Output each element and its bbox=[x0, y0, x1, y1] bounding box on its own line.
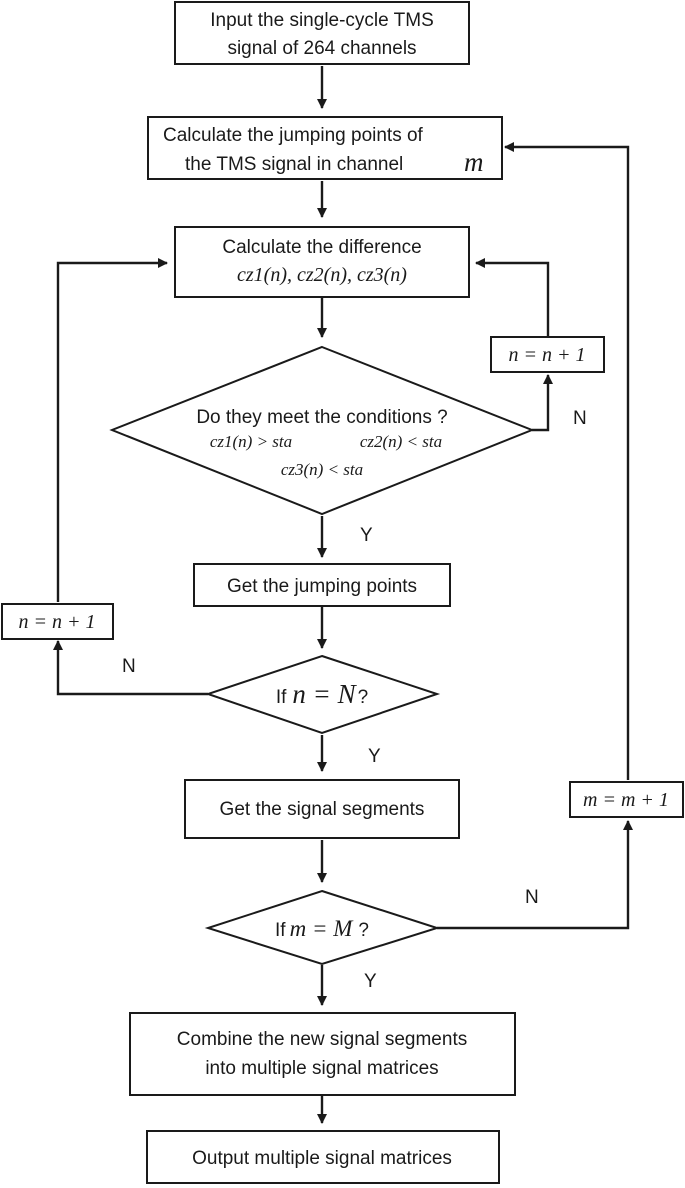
n-incr-left-box bbox=[1, 603, 114, 640]
n-incr-right-box bbox=[490, 336, 605, 373]
if-n-no-label: N bbox=[122, 656, 136, 677]
if-n-suffix: ? bbox=[358, 687, 369, 708]
cond-question: Do they meet the conditions ? bbox=[196, 407, 447, 428]
node-m-incr: m = m + 1 bbox=[569, 781, 684, 818]
input-line2: signal of 264 channels bbox=[227, 38, 416, 59]
get-seg-box bbox=[184, 779, 460, 839]
calc-diff-formula: cz1(n), cz2(n), cz3(n) bbox=[237, 264, 407, 286]
if-m-suffix: ? bbox=[358, 920, 369, 941]
cond-formula-2: cz2(n) < sta bbox=[360, 432, 442, 451]
input-line1: Input the single-cycle TMS bbox=[210, 10, 434, 31]
arrow-if-n-no-to-n-incr bbox=[53, 640, 208, 696]
n-incr-left-text: n = n + 1 bbox=[19, 611, 96, 633]
combine-box bbox=[129, 1012, 516, 1096]
if-m-diamond bbox=[204, 889, 441, 966]
output-box bbox=[146, 1130, 500, 1184]
m-incr-text: m = m + 1 bbox=[583, 789, 669, 811]
node-n-incr-right: n = n + 1 bbox=[490, 336, 605, 373]
cond-yes-label: Y bbox=[360, 525, 373, 546]
node-n-incr-left: n = n + 1 bbox=[1, 603, 114, 640]
connectors bbox=[53, 66, 633, 1124]
cond-formula-3: cz3(n) < sta bbox=[281, 460, 363, 479]
if-m-prefix: If bbox=[275, 920, 286, 941]
get-seg-text: Get the signal segments bbox=[220, 799, 425, 820]
if-m-formula: m = M bbox=[290, 916, 355, 941]
if-n-yes-label: Y bbox=[368, 746, 381, 767]
edge-labels: N Y N Y N Y bbox=[122, 408, 587, 992]
calc-jump-line1: Calculate the jumping points of bbox=[163, 125, 424, 146]
calc-jump-var: m bbox=[464, 147, 484, 177]
calc-jump-line2: the TMS signal in channel bbox=[185, 154, 403, 175]
node-output: Output multiple signal matrices bbox=[146, 1130, 500, 1184]
combine-line2: into multiple signal matrices bbox=[205, 1058, 438, 1079]
node-calc-diff: Calculate the difference cz1(n), cz2(n),… bbox=[174, 226, 470, 298]
n-incr-right-text: n = n + 1 bbox=[509, 344, 586, 366]
if-m-yes-label: Y bbox=[364, 971, 377, 992]
arrow-n-incr-to-calc-diff-left bbox=[56, 258, 168, 602]
m-incr-box bbox=[569, 781, 684, 818]
if-m-no-label: N bbox=[525, 887, 539, 908]
node-calc-jump: Calculate the jumping points of the TMS … bbox=[147, 116, 503, 180]
arrow-n-incr-to-calc-diff bbox=[475, 258, 550, 337]
cond-diamond bbox=[109, 345, 535, 516]
if-n-prefix: If bbox=[276, 687, 287, 708]
input-box bbox=[174, 1, 470, 65]
arrow-m-incr-to-calc-jump bbox=[504, 142, 630, 780]
node-cond: Do they meet the conditions ? cz1(n) > s… bbox=[109, 345, 535, 516]
calc-jump-box bbox=[147, 116, 503, 180]
node-combine: Combine the new signal segments into mul… bbox=[129, 1012, 516, 1096]
node-get-seg: Get the signal segments bbox=[184, 779, 460, 839]
cond-formula-1: cz1(n) > sta bbox=[210, 432, 292, 451]
combine-line1: Combine the new signal segments bbox=[177, 1029, 467, 1050]
if-n-formula: n = N bbox=[292, 679, 357, 709]
get-jump-box bbox=[193, 563, 451, 607]
cond-no-label: N bbox=[573, 408, 587, 429]
calc-diff-box bbox=[174, 226, 470, 298]
if-n-diamond bbox=[204, 654, 441, 735]
node-input: Input the single-cycle TMS signal of 264… bbox=[174, 1, 470, 65]
calc-diff-line1: Calculate the difference bbox=[222, 237, 421, 258]
node-get-jump: Get the jumping points bbox=[193, 563, 451, 607]
output-text: Output multiple signal matrices bbox=[192, 1148, 452, 1169]
get-jump-text: Get the jumping points bbox=[227, 576, 417, 597]
arrow-cond-no-to-n-incr bbox=[532, 374, 553, 432]
arrow-if-m-no-to-m-incr bbox=[437, 820, 633, 930]
